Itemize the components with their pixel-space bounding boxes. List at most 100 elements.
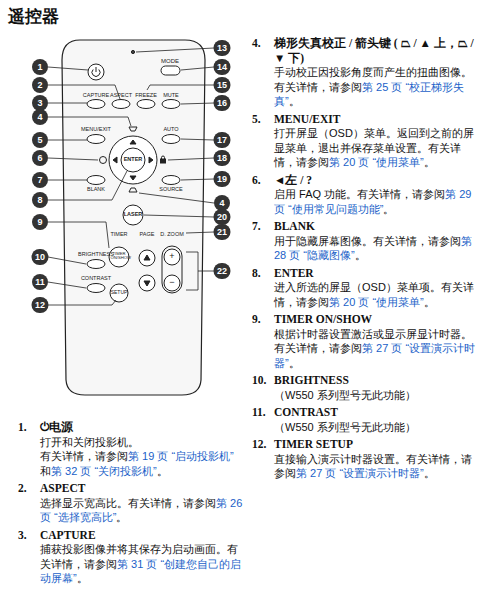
leader-line xyxy=(48,85,120,99)
page-reference: 第 32 页 “关闭投影机” xyxy=(51,465,157,477)
remote-buttons xyxy=(112,100,130,109)
callout-text: 13 xyxy=(217,44,227,53)
callout-number: 20 xyxy=(214,209,231,225)
leader-line xyxy=(48,300,116,305)
button-label: LASER xyxy=(124,212,143,218)
callout-text: 19 xyxy=(217,175,227,184)
page-reference: 第 27 页 “设置演示计时器” xyxy=(296,467,424,479)
callout-number: 7 xyxy=(32,172,48,188)
callout-number: 12 xyxy=(32,297,49,313)
callout-text: 3 xyxy=(37,99,42,108)
remote-buttons xyxy=(130,140,136,144)
remote-buttons xyxy=(109,247,129,267)
callout-text: 12 xyxy=(35,301,45,310)
remote-buttons xyxy=(121,148,145,172)
remote-buttons xyxy=(162,100,180,109)
remote-buttons xyxy=(113,157,117,163)
button-label: SETUP xyxy=(111,290,128,295)
item-body: 打开和关闭投影机。 xyxy=(40,435,244,450)
callout-text: 18 xyxy=(217,154,227,163)
callout-number: 9 xyxy=(32,214,48,230)
remote-buttons xyxy=(131,50,134,53)
callout-text: 14 xyxy=(217,63,227,72)
body-text: 。 xyxy=(424,467,435,479)
callout-text: 9 xyxy=(37,218,42,227)
item-number: 1. xyxy=(18,420,27,435)
item-heading: ASPECT xyxy=(40,481,244,496)
leader-line xyxy=(48,180,87,181)
button-label: ASPECT xyxy=(110,93,132,99)
callout-number: 11 xyxy=(32,274,48,290)
leader-line xyxy=(139,193,214,203)
leader-line xyxy=(186,252,198,290)
remote-buttons xyxy=(149,157,153,163)
body-text: 。 xyxy=(77,572,88,584)
remote-buttons xyxy=(139,250,155,266)
callout-text: 8 xyxy=(37,196,42,205)
callout-number: 21 xyxy=(214,224,231,240)
leader-line xyxy=(168,158,214,160)
body-text: 启用 FAQ 功能。有关详情，请参阅 xyxy=(274,188,445,200)
body-text: 。 xyxy=(157,465,168,477)
item-body: 进入所选的屏显（OSD）菜单项。有关详情，请参阅第 20 页 “使用菜单”。 xyxy=(274,280,482,309)
leader-line xyxy=(136,48,214,52)
callout-number: 2 xyxy=(32,77,48,93)
remote-buttons xyxy=(87,260,105,269)
body-text: （W550 系列型号无此功能） xyxy=(274,421,416,433)
item-number: 10. xyxy=(252,373,266,388)
remote-body xyxy=(62,40,205,395)
manual-item: 11.CONTRAST（W550 系列型号无此功能） xyxy=(252,405,482,434)
callout-number: 1 xyxy=(32,59,48,75)
button-label: ENTER xyxy=(124,157,143,163)
manual-item: 10.BRIGHTNESS（W550 系列型号无此功能） xyxy=(252,373,482,402)
callout-text: 4 xyxy=(37,113,42,122)
item-number: 4. xyxy=(252,36,261,51)
remote-buttons xyxy=(144,255,150,260)
button-label: BLANK xyxy=(87,187,105,193)
remote-buttons xyxy=(87,100,105,109)
item-body: 根据计时器设置激活或显示屏显计时器。有关详情，请参阅第 27 页 “设置演示计时… xyxy=(274,327,482,371)
remote-buttons xyxy=(87,135,105,144)
remote-buttons xyxy=(129,127,137,131)
text-column: 4.梯形失真校正 / 箭头键 ( ⏢ / ▲ 上，⏢ / ▼ 下)手动校正因投影… xyxy=(252,36,482,484)
button-label: PAGE xyxy=(140,232,155,238)
callout-text: 6 xyxy=(37,154,42,163)
item-body: 捕获投影图像并将其保存为启动画面。有关详情，请参阅第 31 页 “创建您自己的启… xyxy=(40,542,244,586)
body-text: 。 xyxy=(355,249,366,261)
body-text: 有关详情，请参阅 xyxy=(40,450,128,462)
manual-item: 8.ENTER进入所选的屏显（OSD）菜单项。有关详情，请参阅第 20 页 “使… xyxy=(252,266,482,310)
item-body: 手动校正因投影角度而产生的扭曲图像。有关详情，请参阅第 25 页 “校正梯形失真… xyxy=(274,65,482,109)
leader-line xyxy=(48,282,86,288)
button-label: MENU/EXIT xyxy=(81,127,111,133)
leader-line xyxy=(48,48,214,305)
button-label: + xyxy=(169,252,174,261)
remote-buttons xyxy=(164,275,180,291)
callout-text: 22 xyxy=(217,267,227,276)
callout-text: 5 xyxy=(37,136,42,145)
callout-text: 11 xyxy=(35,278,45,287)
remote-buttons xyxy=(162,176,180,185)
remote-buttons xyxy=(161,159,166,163)
item-number: 3. xyxy=(18,528,27,543)
leader-line xyxy=(181,179,214,180)
leader-line xyxy=(48,117,131,126)
item-heading: TIMER SETUP xyxy=(274,437,482,452)
callout-number: 22 xyxy=(214,263,231,279)
leader-line xyxy=(186,232,214,233)
manual-item: 6.◄左 / ?启用 FAQ 功能。有关详情，请参阅第 29 页 “使用常见问题… xyxy=(252,173,482,217)
item-number: 9. xyxy=(252,312,261,327)
callout-number: 4 xyxy=(32,109,48,125)
item-heading: ENTER xyxy=(274,266,482,281)
remote-buttons xyxy=(139,275,155,291)
button-label: TIMER xyxy=(110,232,127,238)
leader-line xyxy=(181,139,214,140)
leader-line xyxy=(48,158,98,160)
manual-item: 7.BLANK用于隐藏屏幕图像。有关详情，请参阅第 28 页 “隐藏图像”。 xyxy=(252,219,482,263)
callout-text: 4 xyxy=(219,199,224,208)
callout-text: 17 xyxy=(217,136,227,145)
item-body: 用于隐藏屏幕图像。有关详情，请参阅第 28 页 “隐藏图像”。 xyxy=(274,234,482,263)
remote-buttons xyxy=(87,284,105,293)
button-label: FREEZE xyxy=(135,93,157,99)
remote-buttons xyxy=(164,249,180,265)
page-title: 遥控器 xyxy=(8,5,59,28)
